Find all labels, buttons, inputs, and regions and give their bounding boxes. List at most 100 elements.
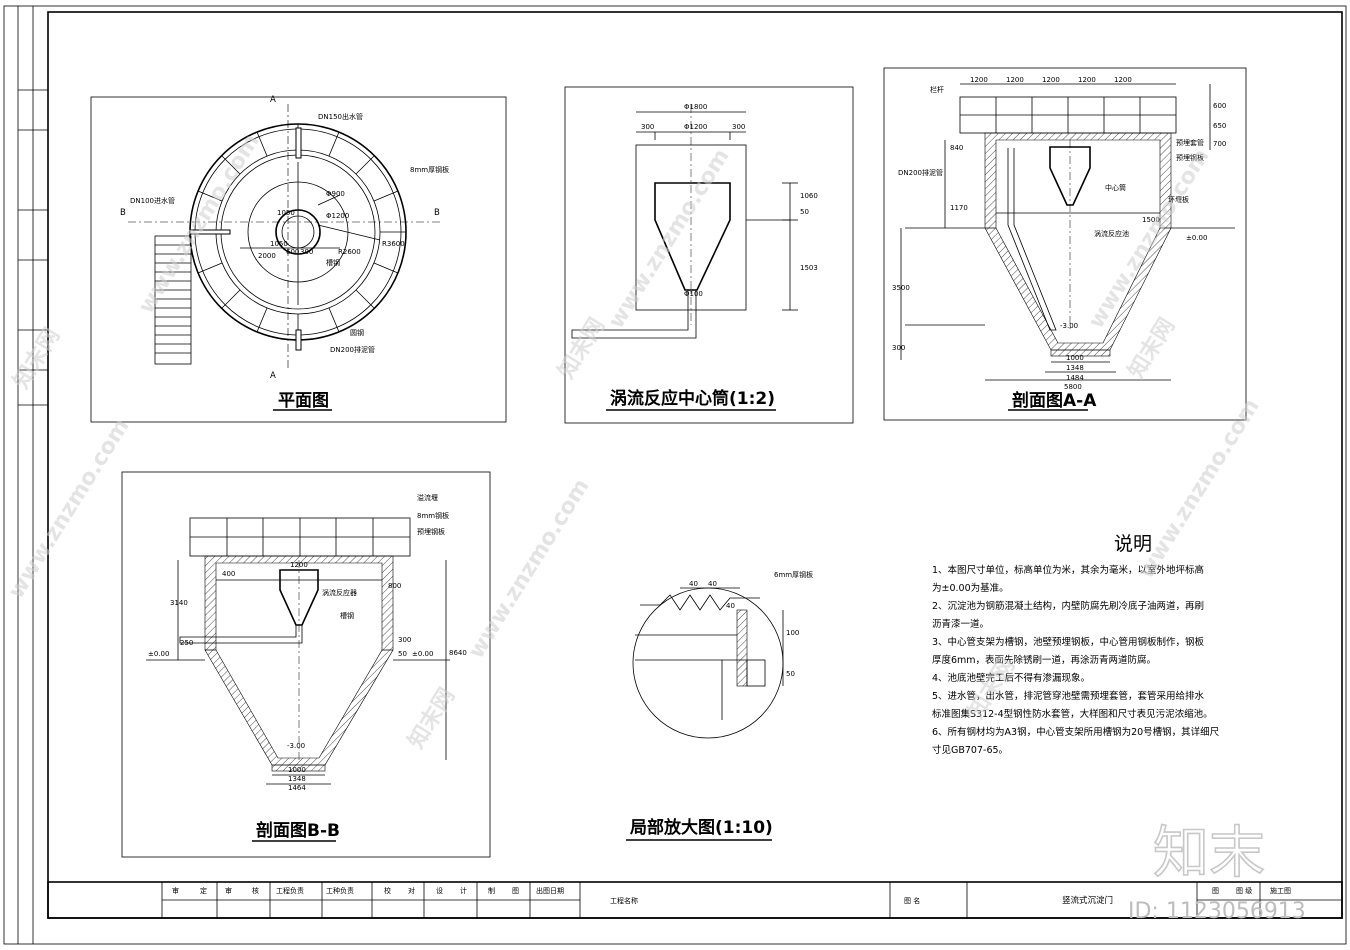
wm-brand-4: 知末网 [403, 683, 460, 753]
detail-label-40c: 40 [726, 602, 735, 610]
aa-label-1200b: 1200 [1006, 76, 1024, 84]
aa-label-300: 300 [892, 344, 905, 352]
ct-label-100: Φ100 [684, 290, 703, 298]
bb-label-400: 400 [222, 570, 235, 578]
bb-label-1348: 1348 [288, 775, 306, 783]
plan-label-600: 600 [286, 248, 299, 256]
plan-label-300: 300 [300, 248, 313, 256]
aa-label-railing: 栏杆 [930, 85, 944, 94]
section-bb-caption: 剖面图B-B [256, 820, 340, 841]
aa-label-overflow: 环堰板 [1168, 195, 1189, 204]
tb-cell-8: 对 [408, 886, 415, 895]
notes-line-6: 厚度6mm，表面先除锈刷一道，再涂沥青两道防腐。 [932, 654, 1156, 666]
notes-line-3: 2、沉淀池为钢筋混凝土结构，内壁防腐先刷冷底子油两道，再刷 [932, 600, 1204, 612]
bb-label-800: 800 [388, 582, 401, 590]
bb-label-8640: 8640 [449, 649, 467, 657]
aa-label-650: 650 [1213, 122, 1226, 130]
stairs [154, 235, 192, 365]
center-tube-frame [564, 86, 854, 424]
tb-sheet-label: 图 [1212, 887, 1219, 895]
aa-label-elev3: -3.00 [1060, 322, 1078, 330]
plan-label-1050a: 1050 [277, 209, 295, 217]
detail-caption: 局部放大图(1:10) [630, 817, 773, 838]
plan-view: A A B B DN150出水管 DN100进水管 DN200排泥管 8mm厚钢… [90, 95, 507, 423]
sheet-border [3, 5, 1347, 945]
wm-site-2: www.znzmo.com [604, 145, 735, 334]
tb-cell-1: 审 [172, 886, 179, 895]
tb-drawing-name: 竖流式沉淀门 [1062, 895, 1113, 906]
notes-line-10: 6、所有钢材均为A3钢，中心管支架所用槽钢为20号槽钢，其详细尺 [932, 726, 1220, 738]
aa-label-1348: 1348 [1066, 364, 1084, 372]
detail-label-plate: 6mm厚钢板 [774, 570, 813, 579]
notes-line-5: 3、中心管支架为槽钢，池壁预埋钢板，中心管用钢板制作，钢板 [932, 636, 1205, 648]
notes-line-4: 沥青漆一道。 [932, 618, 989, 630]
detail-label-40b: 40 [708, 580, 717, 588]
plan-label-1050b: 1050 [270, 240, 288, 248]
plan-frame [90, 96, 507, 423]
aa-label-840: 840 [950, 144, 963, 152]
tb-cell-3: 审 [225, 886, 232, 895]
bb-label-elev0a: ±0.00 [148, 650, 169, 658]
bb-label-plate2: 预埋钢板 [417, 527, 445, 536]
bb-label-1464: 1464 [288, 784, 306, 792]
aa-label-600: 600 [1213, 102, 1226, 110]
plan-label-b-right: B [434, 208, 440, 218]
tb-drawing-label: 图 名 [904, 896, 920, 905]
wm-site-1: www.znzmo.com [134, 130, 265, 319]
ct-label-300a: 300 [641, 123, 654, 131]
aa-label-1170: 1170 [950, 204, 968, 212]
aa-label-1200d: 1200 [1078, 76, 1096, 84]
ct-label-1503: 1503 [800, 264, 818, 272]
plan-label-drain: DN200排泥管 [330, 345, 375, 354]
bb-label-50: 50 [398, 650, 407, 658]
watermarks: www.znzmo.com www.znzmo.com www.znzmo.co… [4, 130, 1306, 924]
notes-line-9: 标准图集S312-4型钢性防水套管，大样图和尺寸表见污泥浓缩池。 [932, 708, 1213, 720]
aa-label-reactor: 涡流反应池 [1094, 229, 1129, 238]
plan-label-beam: 圆钢 [350, 328, 364, 337]
tb-cell-13: 出图日期 [536, 886, 564, 895]
plan-caption: 平面图 [278, 391, 329, 411]
plan-label-channel: 槽钢 [326, 258, 340, 267]
wm-logo: 知末 [1153, 821, 1265, 886]
bb-label-weir: 溢流堰 [417, 493, 438, 502]
plan-label-a-top: A [270, 95, 276, 105]
tube-drain-pipe [571, 290, 697, 339]
center-tube-view: Φ1800 Φ1200 300 300 1060 50 1503 Φ100 涡流… [564, 86, 854, 424]
wm-brand-2: 知末网 [553, 313, 610, 383]
aa-label-center: 中心筒 [1105, 183, 1126, 192]
aa-label-1500: 1500 [1142, 216, 1160, 224]
ct-label-300b: 300 [732, 123, 745, 131]
tb-cell-7: 校 [384, 886, 391, 895]
tb-stage-value: 施工图 [1270, 886, 1291, 895]
bb-label-250: 250 [180, 639, 193, 647]
bb-label-plate1: 8mm钢板 [417, 511, 449, 520]
aa-center-tube [1049, 146, 1091, 206]
wm-id: ID: 1123056913 [1128, 899, 1306, 924]
aa-label-1200c: 1200 [1042, 76, 1060, 84]
tb-cell-10: 计 [460, 886, 467, 895]
notes-line-2: 为±0.00为基准。 [932, 582, 1009, 594]
notes-block: 说明 1、本图尺寸单位，标高单位为米，其余为毫米，以室外地坪标高 为±0.00为… [932, 533, 1220, 756]
section-cut-lines [128, 104, 440, 370]
bb-label-elev0b: ±0.00 [412, 650, 433, 658]
tb-cell-6: 工种负责 [326, 886, 354, 895]
aa-label-casing: 预埋套管 [1176, 138, 1204, 147]
plan-label-plate: 8mm厚钢板 [410, 165, 449, 174]
bb-label-reactor: 涡流反应器 [322, 588, 357, 597]
plan-label-r2600: R2600 [338, 248, 361, 256]
bb-label-channel: 槽钢 [340, 611, 354, 620]
notes-line-8: 5、进水管，出水管，排泥管穿池壁需预埋套管，套管采用给排水 [932, 690, 1205, 702]
notes-line-1: 1、本图尺寸单位，标高单位为米，其余为毫米，以室外地坪标高 [932, 564, 1204, 576]
tb-project-label: 工程名称 [610, 896, 638, 905]
plan-label-inlet: DN100进水管 [130, 196, 175, 205]
plan-label-r3600: R3600 [382, 240, 405, 248]
aa-label-5800: 5800 [1064, 383, 1082, 391]
tb-stage-label: 图 级 [1236, 886, 1252, 895]
section-aa-view: 栏杆 DN200排泥管 中心筒 涡流反应池 环堰板 预埋套管 预埋钢板 1200… [883, 67, 1247, 421]
tb-cell-9: 设 [436, 886, 443, 895]
aa-label-3500: 3500 [892, 284, 910, 292]
bb-label-1000: 1000 [288, 766, 306, 774]
bb-label-300: 300 [398, 636, 411, 644]
notes-line-7: 4、池底池壁完工后不得有渗漏现象。 [932, 672, 1090, 684]
